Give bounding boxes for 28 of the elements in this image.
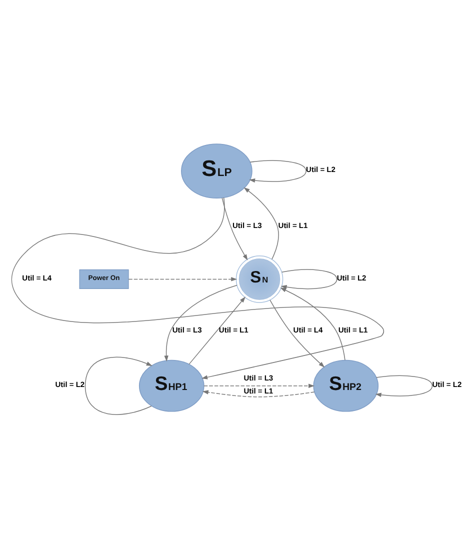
edge-label: Util = L2 [55,380,85,389]
arrow [164,284,238,362]
edge-label: Util = L1 [338,326,368,335]
arrow [280,288,346,360]
arrow [188,296,246,365]
edge-label: Util = L3 [172,326,202,335]
edge-label: Util = L4 [22,273,52,282]
edge-label: Util = L1 [244,386,274,396]
edge-label: Util = L4 [293,326,323,335]
arrow [249,160,306,183]
node-ellipse: SLP [181,144,252,198]
edge-label: Util = L3 [232,221,262,230]
edge-label: Util = L2 [432,380,462,389]
arrow [280,269,338,290]
arrow [11,197,384,380]
arrow [84,356,152,415]
edge-label: Util = L1 [218,326,248,335]
arrow [375,375,433,397]
arrow [244,187,279,260]
arrow [204,384,315,388]
arrow [270,300,325,368]
edge-label: Util = L3 [244,374,274,383]
edge-label: Util = L2 [306,165,336,174]
arrow [222,198,248,260]
arrow [202,390,315,398]
edge-label: Util = L2 [336,273,366,282]
arrow [128,277,238,282]
edge-label: Util = L1 [278,221,308,230]
